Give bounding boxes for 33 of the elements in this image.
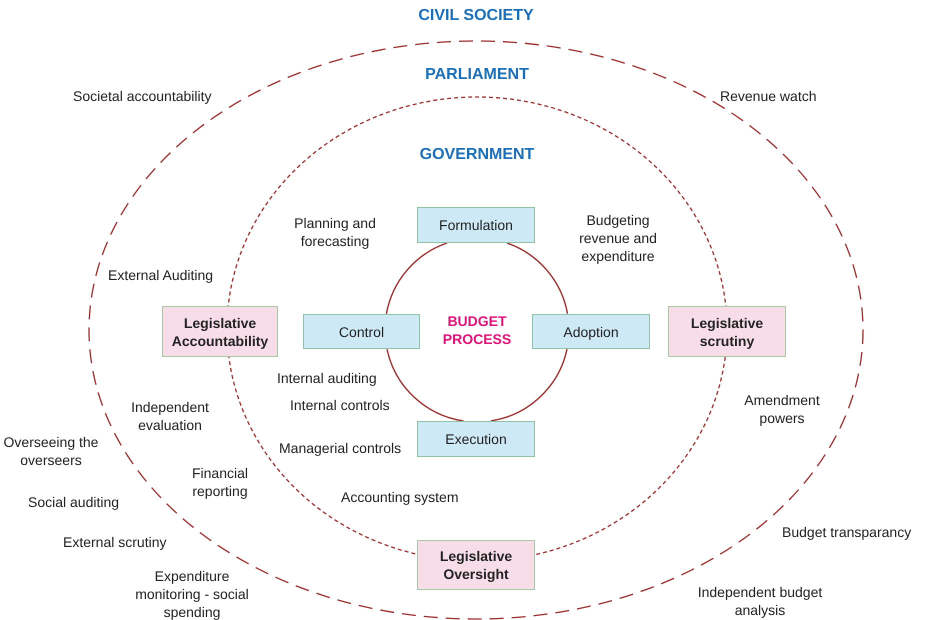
process-box: Control xyxy=(303,314,420,349)
annotation-text: Expenditure monitoring - social spending xyxy=(134,567,250,620)
annotation-text: Internal controls xyxy=(290,396,391,414)
process-box: Legislative Accountability xyxy=(162,306,278,357)
annotation-text: Internal auditing xyxy=(277,369,378,387)
annotation-text: Accounting system xyxy=(341,488,460,506)
annotation-text: Budgeting revenue and expenditure xyxy=(578,211,658,265)
region-title: PARLIAMENT xyxy=(424,66,530,84)
region-title: CIVIL SOCIETY xyxy=(417,7,535,25)
annotation-text: Revenue watch xyxy=(720,87,818,105)
process-box: Legislative Oversight xyxy=(417,540,535,590)
annotation-text: Societal accountability xyxy=(73,87,213,105)
annotation-text: Independent budget analysis xyxy=(696,583,824,619)
annotation-text: External scrutiny xyxy=(63,533,168,551)
annotation-text: Financial reporting xyxy=(190,464,250,500)
annotation-text: Social auditing xyxy=(28,493,120,511)
annotation-text: Overseeing the overseers xyxy=(3,433,99,469)
annotation-text: Amendment powers xyxy=(743,391,821,427)
arc-connector xyxy=(490,348,568,422)
region-title: GOVERNMENT xyxy=(418,146,536,164)
process-box: Formulation xyxy=(417,207,535,243)
arc-connector xyxy=(386,349,464,422)
annotation-text: Independent evaluation xyxy=(130,398,210,434)
arc-connector xyxy=(506,242,568,314)
center-title: BUDGET PROCESS xyxy=(442,312,512,348)
annotation-text: External Auditing xyxy=(108,266,214,284)
annotation-text: Managerial controls xyxy=(279,439,402,457)
annotation-text: Planning and forecasting xyxy=(293,214,377,250)
process-box: Legislative scrutiny xyxy=(668,306,786,357)
process-box: Adoption xyxy=(532,314,650,349)
annotation-text: Budget transparancy xyxy=(782,523,912,541)
process-box: Execution xyxy=(417,421,535,457)
arc-connector xyxy=(386,242,448,314)
